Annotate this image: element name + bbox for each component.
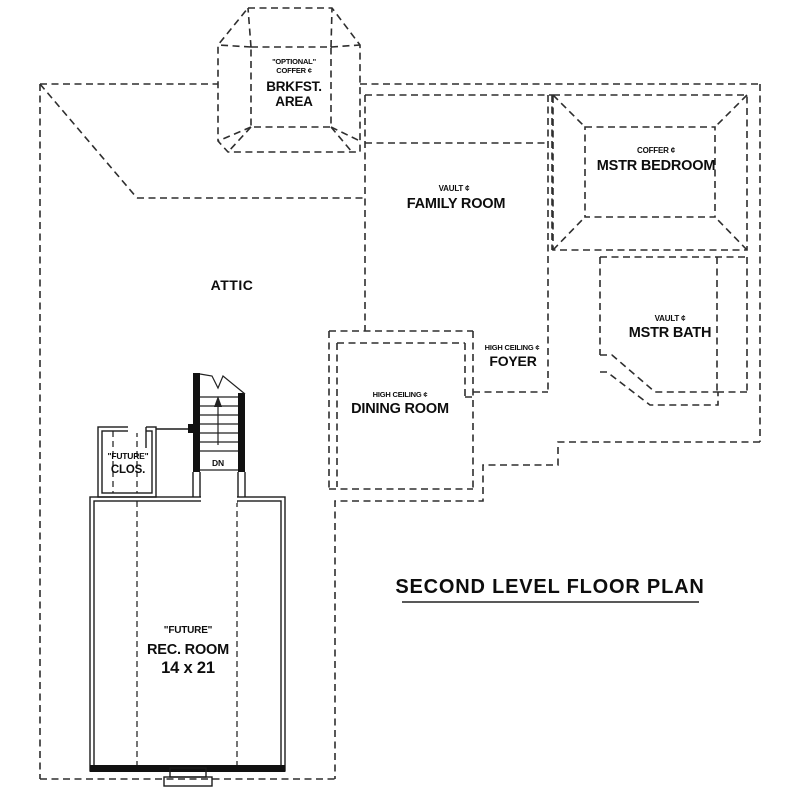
svg-text:BRKFST.: BRKFST. bbox=[266, 79, 322, 94]
stair-break-line bbox=[199, 373, 246, 395]
svg-text:CLOS.: CLOS. bbox=[111, 464, 145, 476]
svg-text:14 x 21: 14 x 21 bbox=[161, 659, 215, 677]
svg-text:FOYER: FOYER bbox=[489, 353, 536, 369]
dining-room-label: HIGH CEILING ¢ DINING ROOM bbox=[351, 390, 449, 417]
plan-outline-lines bbox=[39, 7, 761, 780]
svg-text:MSTR BEDROOM: MSTR BEDROOM bbox=[597, 158, 716, 174]
svg-text:COFFER ¢: COFFER ¢ bbox=[637, 146, 676, 155]
svg-text:REC. ROOM: REC. ROOM bbox=[147, 642, 229, 658]
svg-text:MSTR BATH: MSTR BATH bbox=[629, 325, 712, 341]
svg-text:"OPTIONAL": "OPTIONAL" bbox=[272, 57, 317, 66]
stair-wall-right bbox=[238, 393, 245, 472]
mstr-bedroom-label: COFFER ¢ MSTR BEDROOM bbox=[597, 146, 716, 174]
knee-wall-lines bbox=[112, 431, 238, 765]
future-closet-walls bbox=[97, 425, 157, 498]
svg-text:VAULT ¢: VAULT ¢ bbox=[439, 184, 470, 193]
staircase bbox=[156, 373, 246, 497]
svg-text:VAULT ¢: VAULT ¢ bbox=[655, 314, 686, 323]
future-rec-room-label: "FUTURE" REC. ROOM 14 x 21 bbox=[147, 625, 229, 677]
svg-text:AREA: AREA bbox=[275, 94, 313, 109]
stair-treads bbox=[200, 396, 238, 471]
svg-text:"FUTURE": "FUTURE" bbox=[108, 451, 149, 461]
plan-title: SECOND LEVEL FLOOR PLAN bbox=[395, 576, 704, 598]
stair-post bbox=[188, 424, 195, 433]
svg-text:HIGH CEILING ¢: HIGH CEILING ¢ bbox=[485, 343, 540, 352]
future-rec-room-walls bbox=[89, 495, 286, 787]
future-closet-label: "FUTURE" CLOS. bbox=[108, 451, 149, 476]
svg-text:FAMILY ROOM: FAMILY ROOM bbox=[407, 196, 506, 212]
mstr-bath-label: VAULT ¢ MSTR BATH bbox=[629, 314, 712, 341]
foyer-label: HIGH CEILING ¢ FOYER bbox=[485, 343, 540, 369]
svg-text:SECOND LEVEL FLOOR PLAN: SECOND LEVEL FLOOR PLAN bbox=[395, 576, 704, 598]
attic-label: ATTIC bbox=[211, 277, 254, 293]
svg-text:HIGH CEILING ¢: HIGH CEILING ¢ bbox=[373, 390, 428, 399]
stairs-dn-label: DN bbox=[212, 458, 224, 468]
brkfst-area-label: "OPTIONAL" COFFER ¢ BRKFST. AREA bbox=[266, 57, 322, 109]
stair-wall-left bbox=[193, 373, 200, 472]
svg-text:COFFER ¢: COFFER ¢ bbox=[276, 66, 312, 75]
svg-text:DINING ROOM: DINING ROOM bbox=[351, 401, 449, 417]
svg-text:"FUTURE": "FUTURE" bbox=[164, 625, 213, 636]
family-room-label: VAULT ¢ FAMILY ROOM bbox=[407, 184, 506, 212]
